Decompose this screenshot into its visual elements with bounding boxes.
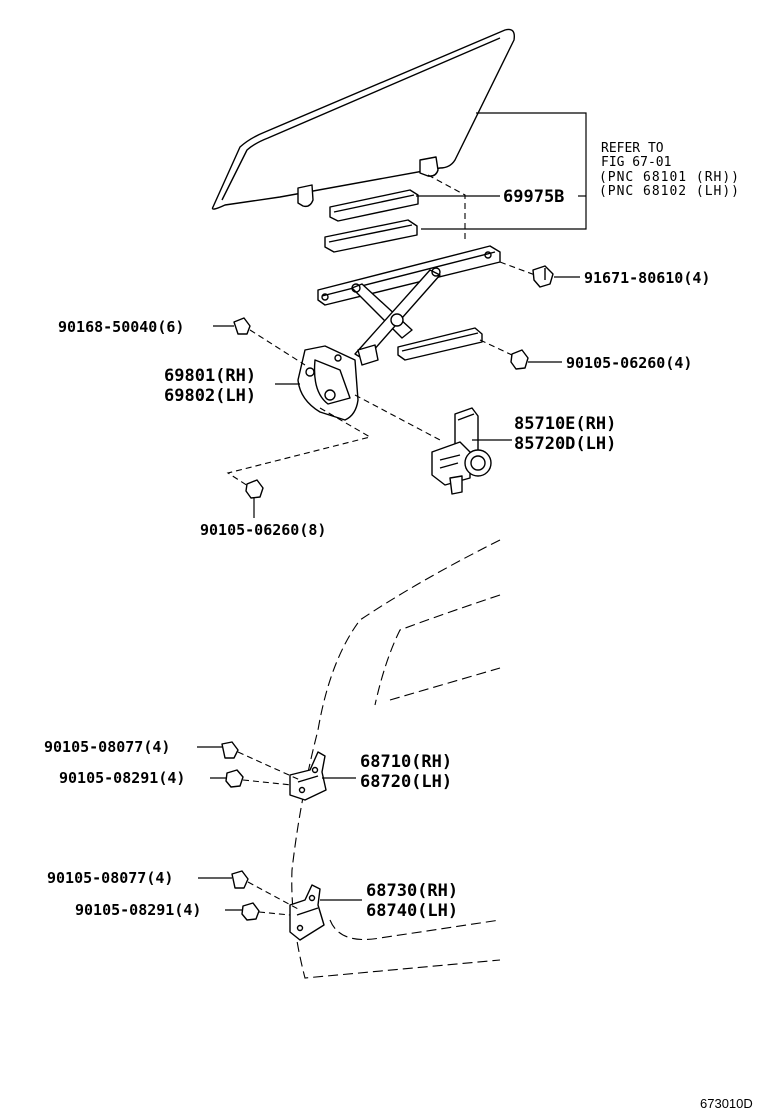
dash-91671 xyxy=(499,261,536,276)
bolt-90105-06260-8 xyxy=(245,479,264,499)
label-91671: 91671-80610(4) xyxy=(584,269,710,287)
label-85720: 85720D(LH) xyxy=(514,434,616,454)
label-68710: 68710(RH) xyxy=(360,752,452,772)
bolt-90105-08291-a xyxy=(225,769,244,788)
label-68740: 68740(LH) xyxy=(366,901,458,921)
label-90105-08291-b: 90105-08291(4) xyxy=(75,901,201,919)
label-90105-08077-b: 90105-08077(4) xyxy=(47,869,173,887)
dash-lower-hinge-b xyxy=(258,911,291,916)
glass-channel-lower xyxy=(324,219,418,253)
label-90105-06260-8: 90105-06260(8) xyxy=(200,521,326,539)
dash-motor xyxy=(354,394,441,441)
bolt-90105-08291-b xyxy=(241,902,260,921)
dash-90105-8 xyxy=(226,407,372,487)
glass-to-channel-dash xyxy=(427,174,466,240)
refer-line-4: (PNC 68102 (LH)) xyxy=(599,184,739,199)
label-90105-08291-a: 90105-08291(4) xyxy=(59,769,185,787)
refer-line-3: (PNC 68101 (RH)) xyxy=(599,170,739,185)
dash-90168 xyxy=(249,329,306,366)
refer-line-1: REFER TO xyxy=(601,141,664,156)
label-69975b: 69975B xyxy=(503,187,564,207)
bolt-90105-06260-4 xyxy=(510,349,529,370)
dash-upper-hinge-a xyxy=(237,751,301,781)
label-68720: 68720(LH) xyxy=(360,772,452,792)
refer-bracket xyxy=(421,112,587,230)
glass-channel-upper xyxy=(329,189,419,222)
label-69801: 69801(RH) xyxy=(164,366,256,386)
label-85710: 85710E(RH) xyxy=(514,414,616,434)
window-motor xyxy=(431,407,492,495)
dash-90105-4 xyxy=(479,339,513,356)
figure-id: 673010D xyxy=(700,1096,753,1111)
upper-hinge xyxy=(289,751,327,801)
label-69802: 69802(LH) xyxy=(164,386,256,406)
dash-upper-hinge-b xyxy=(242,779,293,786)
refer-line-2: FIG 67-01 xyxy=(601,155,671,170)
lower-hinge xyxy=(289,884,325,941)
bolt-90105-08077-a xyxy=(221,741,239,759)
bolt-90105-08077-b xyxy=(231,870,249,889)
bolt-90168 xyxy=(233,317,251,335)
window-regulator xyxy=(297,245,501,421)
label-90168: 90168-50040(6) xyxy=(58,318,184,336)
label-90105-08077-a: 90105-08077(4) xyxy=(44,738,170,756)
door-glass xyxy=(211,28,515,210)
label-90105-06260-4: 90105-06260(4) xyxy=(566,354,692,372)
label-68730: 68730(RH) xyxy=(366,881,458,901)
bolt-91671 xyxy=(532,265,554,288)
